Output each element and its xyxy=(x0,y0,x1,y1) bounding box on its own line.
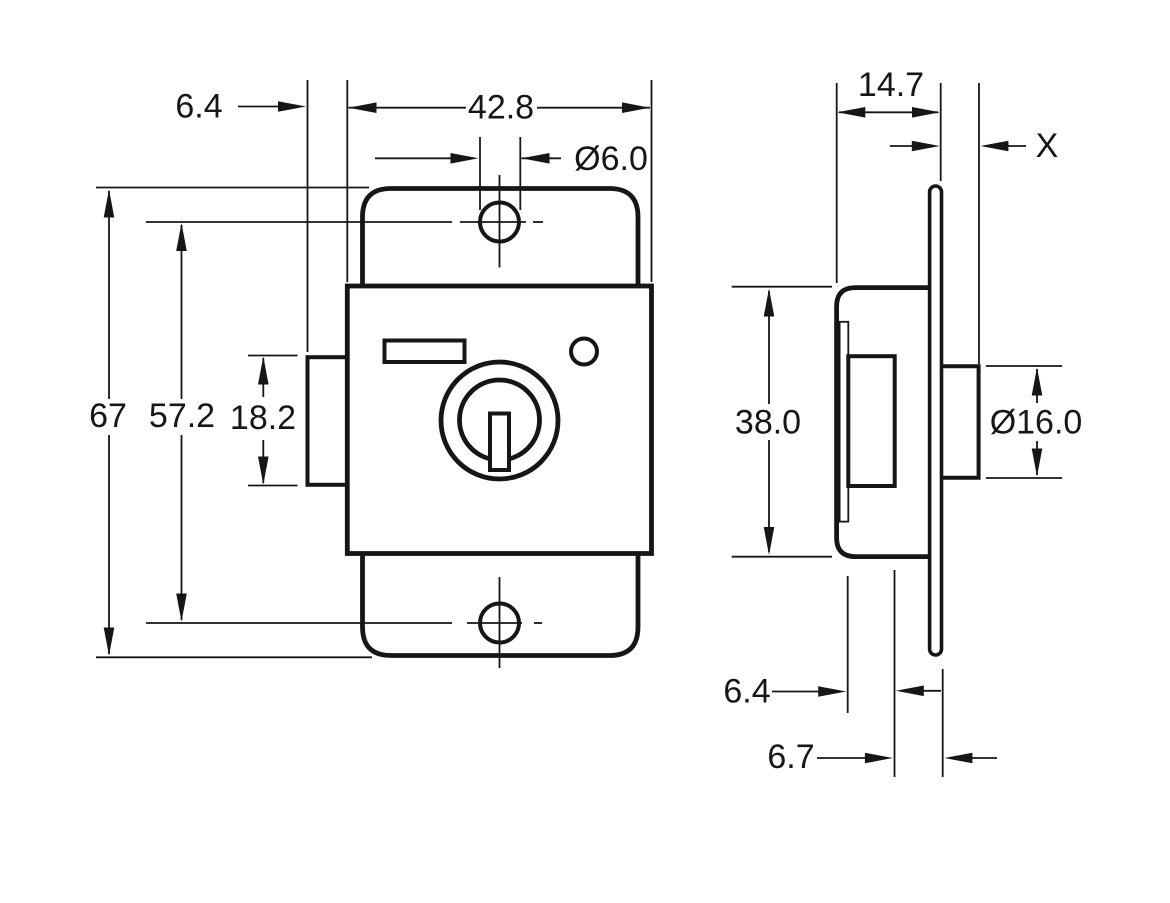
front-latch-bolt xyxy=(305,355,350,487)
keyhole-outer-ring xyxy=(438,359,561,482)
dim-front-body-width: 42.8 xyxy=(348,80,653,282)
front-top-hole-centerlines xyxy=(146,175,543,268)
dim-side-cam-offset: 6.7 xyxy=(767,669,997,777)
dim-front-overall-height: 67 xyxy=(89,186,372,659)
dim-front-latch-height: 18.2 xyxy=(230,354,298,487)
keyhole-slot xyxy=(488,411,511,472)
dim-label-front-hole-diameter: Ø6.0 xyxy=(574,140,648,178)
dim-label-front-overall-height: 67 xyxy=(89,397,127,435)
dim-label-side-body-height: 38.0 xyxy=(735,404,801,442)
side-latch-bolt xyxy=(846,354,897,489)
front-face-plate xyxy=(382,338,467,364)
side-body-outline xyxy=(834,285,930,559)
dim-label-side-bolt-offset: 6.4 xyxy=(723,673,770,711)
dim-label-front-latch-projection: 6.4 xyxy=(175,88,222,126)
dim-side-bolt-offset: 6.4 xyxy=(723,570,941,777)
dim-side-body-height: 38.0 xyxy=(731,285,832,558)
dim-label-front-latch-height: 18.2 xyxy=(230,399,296,437)
dim-side-barrel-diameter: Ø16.0 xyxy=(986,365,1083,479)
dim-label-front-hole-centers: 57.2 xyxy=(149,397,215,435)
side-view: 14.7 X 38.0 Ø16 xyxy=(723,66,1082,777)
dim-side-panel-thickness: X xyxy=(890,83,1058,364)
dim-side-depth: 14.7 xyxy=(835,66,942,283)
side-barrel xyxy=(941,364,981,480)
front-indicator-hole xyxy=(569,336,599,367)
dim-front-hole-diameter: Ø6.0 xyxy=(375,137,648,210)
dim-label-side-panel-thickness: X xyxy=(1036,127,1059,165)
dim-label-side-cam-offset: 6.7 xyxy=(767,738,814,776)
side-flange-plate xyxy=(927,184,944,657)
dim-front-hole-centers: 57.2 xyxy=(149,223,215,622)
dim-label-side-depth: 14.7 xyxy=(858,66,924,104)
front-bottom-hole-centerlines xyxy=(146,577,542,668)
front-view: 6.4 42.8 Ø6.0 6 xyxy=(89,80,654,668)
dim-label-front-body-width: 42.8 xyxy=(468,89,534,127)
dim-front-latch-projection: 6.4 xyxy=(175,80,349,352)
dim-label-side-barrel-diameter: Ø16.0 xyxy=(990,404,1083,442)
